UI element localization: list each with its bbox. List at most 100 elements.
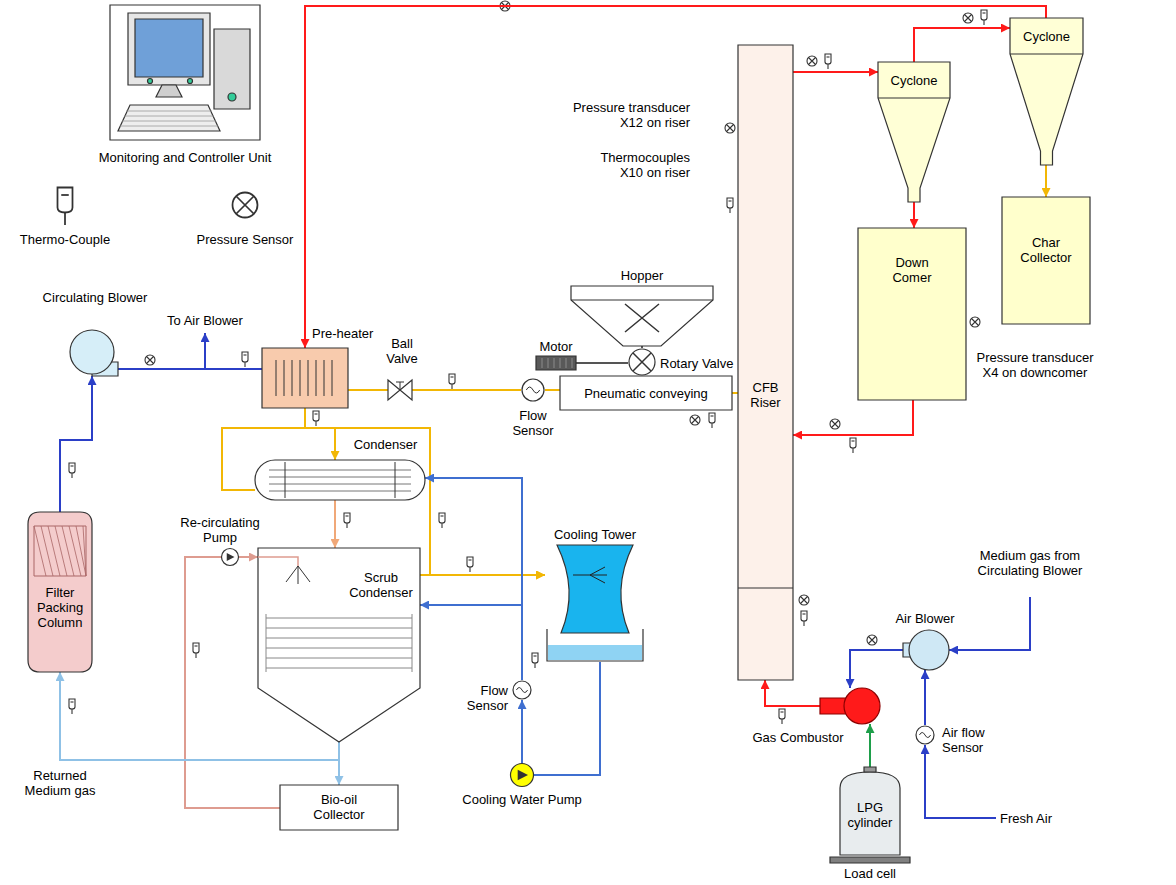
annotation-label: Fresh Air: [1000, 811, 1070, 826]
outline: [1010, 53, 1083, 54]
outline: [244, 362, 245, 367]
node-label: Pre-heater: [312, 326, 392, 341]
outline: [315, 421, 316, 426]
outline: [852, 440, 855, 441]
outline: [801, 597, 808, 604]
outline: [852, 448, 853, 453]
pump-symbol: Cooling Water Pump: [510, 763, 534, 787]
shape-outline: [70, 330, 118, 376]
outline: [467, 557, 473, 567]
outline: [970, 317, 980, 327]
shape-outline: [820, 688, 880, 724]
annotation-label: To Air Blower: [160, 313, 250, 328]
outline: [534, 655, 537, 656]
blower-symbol: Air Blower: [903, 630, 949, 670]
outline: [156, 85, 182, 97]
outline: [255, 460, 425, 500]
thermocouple-symbol: [709, 413, 715, 428]
node-label: Condenser: [348, 437, 423, 452]
outline: [228, 93, 236, 101]
outline: [71, 709, 72, 714]
outline: [269, 477, 411, 478]
outline: [803, 613, 806, 614]
conveyor-box: Pneumatic conveying: [560, 376, 732, 410]
node-label: Re-circulating Pump: [170, 515, 270, 545]
outline: [449, 374, 455, 384]
outline: [195, 653, 196, 658]
outline: [571, 286, 713, 346]
outline: [286, 566, 310, 584]
outline: [439, 513, 445, 523]
pipe-line: [949, 597, 1030, 650]
outline: [850, 438, 856, 448]
blower-symbol: Circulating Blower: [70, 330, 118, 376]
motor: Motor: [536, 356, 576, 370]
node-label: Cyclone: [878, 73, 950, 88]
outline: [332, 360, 333, 396]
outline: [41, 526, 53, 576]
outline: [518, 770, 528, 781]
outline: [451, 376, 454, 377]
outline: [629, 349, 655, 375]
outline: [313, 411, 319, 421]
condenser: Condenser: [255, 460, 425, 500]
collector-box: Char Collector: [1002, 197, 1090, 324]
outline: [48, 526, 60, 576]
pipe-connector: [793, 400, 913, 435]
outline: [469, 559, 472, 560]
pipe-connector: [420, 574, 545, 576]
outline: [536, 356, 576, 370]
shape-outline: [388, 380, 412, 400]
pressure-sensor-symbol: [867, 635, 877, 645]
outline: [58, 188, 73, 213]
pipe-line: [204, 333, 206, 369]
outline: [195, 645, 198, 646]
outline: [145, 355, 155, 365]
riser-column: CFB Riser: [738, 45, 793, 680]
pipe-connector: [60, 376, 92, 512]
outline: [71, 465, 74, 466]
pipe-connector: [576, 362, 628, 364]
combustor: Gas Combustor: [820, 688, 880, 724]
shape-outline: [903, 630, 949, 670]
node-label: Cooling Water Pump: [457, 792, 587, 807]
flow-sensor: Flow Sensor: [512, 680, 532, 700]
shape-outline: [858, 228, 966, 400]
node-label: Ball Valve: [380, 336, 424, 366]
outline: [560, 358, 561, 368]
annotation-label: Pressure transducer X4 on downcomer: [970, 350, 1100, 380]
outline: [34, 526, 86, 576]
outline: [633, 353, 651, 371]
shape-outline: [110, 5, 260, 140]
outline: [193, 643, 199, 653]
outline: [258, 557, 298, 566]
outline: [292, 360, 293, 396]
outline: [222, 549, 239, 566]
outline: [71, 701, 74, 702]
outline: [729, 208, 730, 213]
flow-sensor: Air flow Sensor: [915, 725, 935, 745]
pipe-line: [925, 745, 996, 818]
pipe-connector: [850, 650, 903, 688]
outline: [276, 360, 277, 396]
rotary-valve: Rotary Valve: [628, 348, 656, 376]
outline: [316, 360, 317, 396]
outline: [909, 630, 949, 670]
legend-label: Pressure Sensor: [195, 232, 295, 247]
node-label: CFB Riser: [738, 380, 793, 410]
outline: [346, 515, 349, 516]
flow-sensor: Flow Sensor: [521, 378, 545, 402]
shape-outline: [628, 348, 656, 376]
thermocouple-symbol: [532, 653, 538, 668]
pressure-sensor-symbol: [233, 193, 258, 218]
outline: [388, 380, 412, 400]
outline: [963, 13, 973, 23]
downcomer: Down Comer: [858, 228, 966, 400]
pipe-connector: [924, 670, 926, 725]
outline: [830, 857, 910, 863]
outline: [832, 421, 839, 428]
outline: [266, 658, 412, 659]
outline: [692, 417, 699, 424]
shape-outline: [545, 545, 645, 662]
outline: [308, 360, 309, 396]
